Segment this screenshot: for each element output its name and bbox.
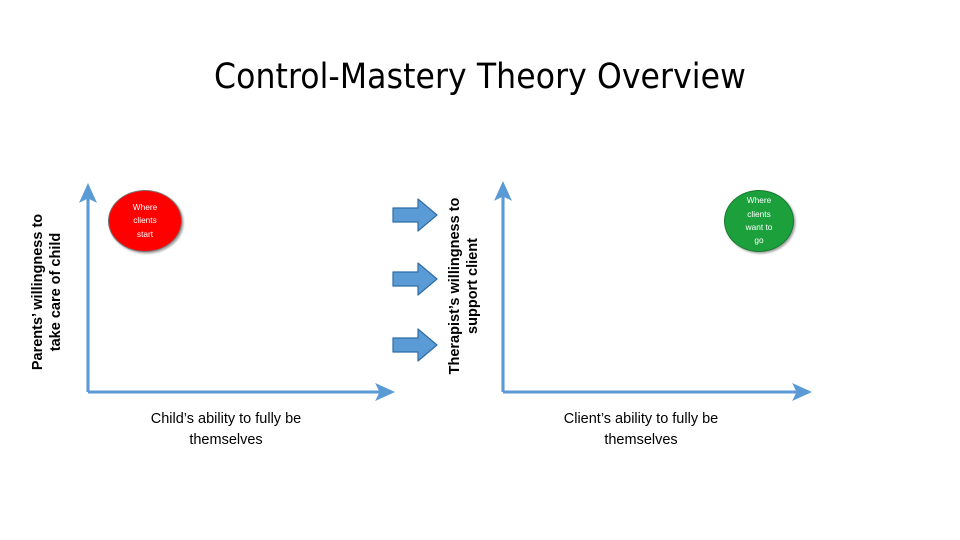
therapist-willingness-label: Therapist’s willingness to support clien…	[447, 197, 481, 375]
where-clients-want-to-go-node[interactable]: Where clients want to go	[724, 190, 794, 252]
transition-arrow-1	[392, 198, 438, 232]
transition-arrow-3	[392, 328, 438, 362]
left-chart-axes	[79, 182, 396, 401]
transition-arrow-2	[392, 262, 438, 296]
left-x-axis-label: Child’s ability to fully be themselves	[150, 411, 302, 449]
page-title: Control-Mastery Theory Overview	[214, 57, 746, 97]
where-clients-start-node[interactable]: Where clients start	[108, 190, 182, 252]
left-y-axis-label: Parents’ willingness to take care of chi…	[30, 213, 64, 371]
right-x-axis-label: Client’s ability to fully be themselves	[563, 411, 719, 449]
right-chart-axes	[494, 180, 813, 401]
